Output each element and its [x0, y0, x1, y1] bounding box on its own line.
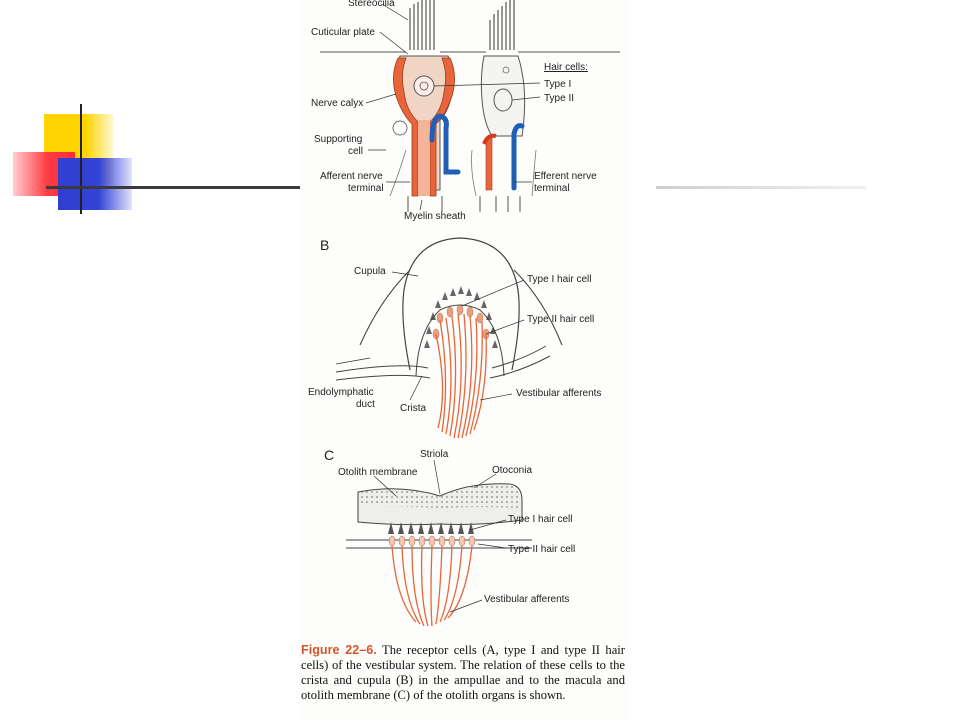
label-endolymphatic-duct-1: Endolymphatic	[308, 387, 374, 398]
label-otoconia: Otoconia	[492, 465, 532, 476]
afferent-bouton-type-ii	[485, 135, 493, 191]
label-otolith-membrane: Otolith membrane	[338, 467, 418, 478]
stereocilia-bundle-type-ii	[489, 0, 515, 50]
afferent-axon	[418, 120, 430, 196]
efferent-fiber-type-ii	[511, 123, 525, 191]
decorative-horizontal-line-faint	[656, 186, 866, 189]
decorative-blue-square	[58, 158, 132, 210]
stereocilia-bundle-type-i	[409, 0, 435, 50]
caption-title: Figure 22–6.	[301, 643, 377, 657]
label-type-ii: Type II	[544, 93, 574, 104]
label-supporting-cell-2: cell	[348, 146, 363, 157]
cupula	[402, 237, 520, 371]
panel-b-letter: B	[320, 237, 329, 253]
label-efferent-terminal-2: terminal	[534, 183, 570, 194]
label-endolymphatic-duct-2: duct	[356, 399, 375, 410]
myelin-sheath	[407, 196, 521, 212]
panel-a: Stereocilia Cuticular plate Hair cells: …	[311, 0, 620, 222]
label-striola: Striola	[420, 449, 449, 460]
crista-hair-cells	[424, 286, 498, 348]
label-stereocilia: Stereocilia	[348, 0, 395, 9]
label-type-i-hair-cell-c: Type I hair cell	[508, 514, 572, 525]
label-cupula: Cupula	[354, 266, 386, 277]
label-afferent-terminal-2: terminal	[348, 183, 384, 194]
panel-b: B	[308, 237, 601, 439]
vestibular-diagram: Stereocilia Cuticular plate Hair cells: …	[308, 0, 620, 627]
decorative-vertical-line	[80, 104, 82, 214]
otoconia	[360, 483, 520, 508]
caption-body: The receptor cells (A, type I and type I…	[301, 643, 626, 702]
label-supporting-cell-1: Supporting	[314, 134, 362, 145]
decorative-horizontal-line	[46, 186, 302, 189]
label-type-i: Type I	[544, 79, 571, 90]
vestibular-afferents-b	[435, 313, 487, 439]
label-nerve-calyx: Nerve calyx	[311, 98, 363, 109]
label-hair-cells-heading: Hair cells:	[544, 62, 588, 73]
label-crista: Crista	[400, 403, 427, 414]
type-i-nucleus	[413, 75, 435, 97]
figure-caption: Figure 22–6. The receptor cells (A, type…	[301, 643, 625, 703]
label-afferent-terminal-1: Afferent nerve	[320, 171, 383, 182]
figure-image: Stereocilia Cuticular plate Hair cells: …	[300, 0, 630, 720]
label-type-i-hair-cell-b: Type I hair cell	[527, 274, 591, 285]
vestibular-afferents-c	[391, 545, 473, 627]
label-vestibular-afferents-c: Vestibular afferents	[484, 594, 569, 605]
label-efferent-terminal-1: Efferent nerve	[534, 171, 597, 182]
label-cuticular-plate: Cuticular plate	[311, 27, 375, 38]
type-ii-hair-cell	[480, 55, 526, 137]
panel-c-letter: C	[324, 447, 334, 463]
label-myelin-sheath: Myelin sheath	[404, 211, 466, 222]
label-type-ii-hair-cell-b: Type II hair cell	[527, 314, 594, 325]
efferent-fiber-type-i	[429, 113, 461, 175]
label-type-ii-hair-cell-c: Type II hair cell	[508, 544, 575, 555]
endolymphatic-duct-wall	[335, 345, 551, 381]
panel-c: C	[324, 447, 575, 627]
supporting-cell	[392, 120, 408, 136]
macula-hair-bundles	[388, 522, 474, 534]
label-vestibular-afferents-b: Vestibular afferents	[516, 388, 601, 399]
